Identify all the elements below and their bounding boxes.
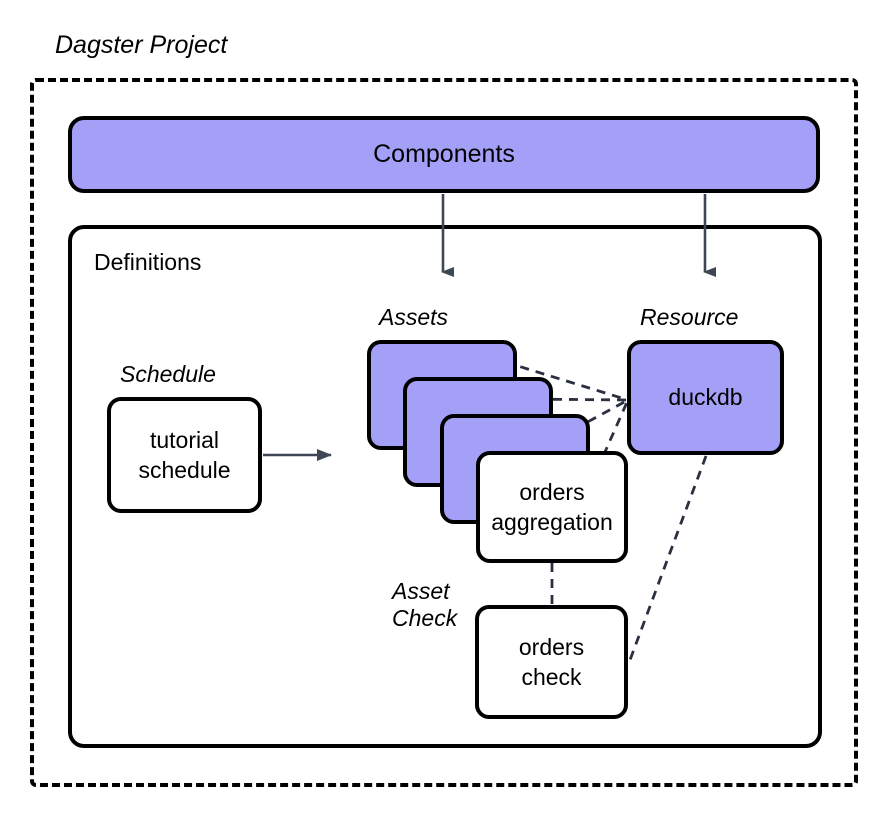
schedule-group-label: Schedule <box>120 361 216 387</box>
tutorial-schedule-node[interactable]: tutorial schedule <box>107 397 262 513</box>
project-boundary <box>30 78 858 787</box>
tutorial-schedule-label: tutorial schedule <box>138 426 231 483</box>
orders-aggregation-label: orders aggregation <box>491 478 613 535</box>
project-title: Dagster Project <box>55 31 228 59</box>
definitions-label: Definitions <box>94 249 202 275</box>
duckdb-label: duckdb <box>668 384 743 411</box>
orders-aggregation-node[interactable]: orders aggregation <box>476 451 628 563</box>
duckdb-resource-node[interactable]: duckdb <box>627 340 784 455</box>
resource-group-label: Resource <box>640 304 739 330</box>
assets-group-label: Assets <box>379 304 449 330</box>
components-box[interactable]: Components <box>68 116 820 193</box>
orders-check-label: orders check <box>518 633 585 690</box>
asset-check-group-label: Asset Check <box>392 578 458 631</box>
orders-check-node[interactable]: orders check <box>475 605 628 719</box>
components-label: Components <box>373 140 515 168</box>
